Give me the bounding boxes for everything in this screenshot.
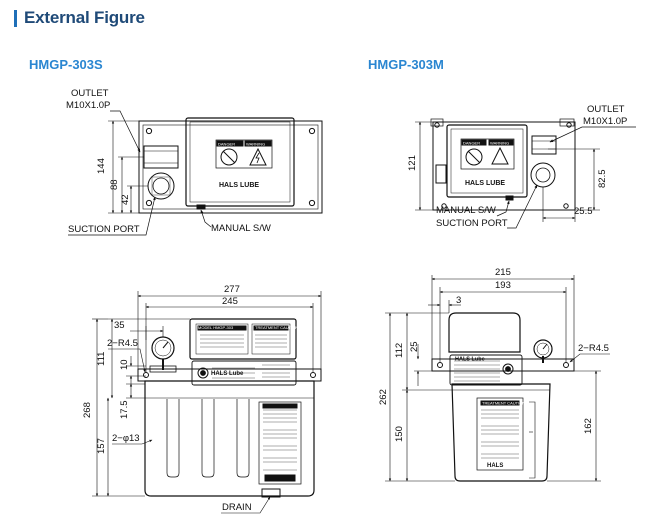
suction-port-label: SUCTION PORT bbox=[68, 224, 140, 235]
dim-82-5: 82.5 bbox=[597, 170, 608, 189]
manual-sw-label: MANUAL S/W bbox=[211, 223, 271, 234]
drain-label: DRAIN bbox=[222, 502, 252, 513]
danger-tag: DANGER bbox=[463, 141, 480, 146]
model-label-left: HMGP-303S bbox=[29, 57, 103, 72]
outlet-thread-label: M10X1.0P bbox=[66, 100, 110, 111]
dim-88: 88 bbox=[109, 179, 120, 190]
dim-193: 193 bbox=[495, 280, 511, 291]
dim-35: 35 bbox=[114, 320, 125, 331]
outlet-thread-label: M10X1.0P bbox=[583, 116, 627, 127]
dim-157: 157 bbox=[96, 438, 107, 454]
dim-10: 10 bbox=[119, 359, 130, 370]
pressure-gauge bbox=[533, 339, 553, 359]
pump-head bbox=[448, 312, 521, 353]
brand-bottom: HALS bbox=[487, 463, 503, 469]
dim-150: 150 bbox=[394, 426, 405, 442]
control-panel bbox=[449, 354, 523, 386]
warning-triangle-icon bbox=[491, 146, 509, 165]
warning-label-frame bbox=[460, 138, 515, 170]
reservoir-tank bbox=[144, 380, 315, 497]
caution-tag: TREATMENT CAUTION bbox=[255, 325, 298, 330]
brand-front: HALS Lube bbox=[211, 371, 244, 377]
manual-sw-label: MANUAL S/W bbox=[436, 205, 496, 216]
outlet-label: OUTLET bbox=[587, 104, 625, 115]
mount-hole bbox=[308, 199, 316, 207]
prohibition-icon bbox=[220, 148, 238, 166]
mount-hole bbox=[145, 199, 153, 207]
dim-277: 277 bbox=[224, 284, 240, 295]
drain-plug bbox=[261, 488, 281, 498]
dim-144: 144 bbox=[96, 158, 107, 174]
side-fitting bbox=[435, 164, 447, 184]
mount-hole bbox=[145, 127, 153, 135]
dim-25: 25 bbox=[409, 341, 420, 352]
manual-button bbox=[197, 367, 209, 379]
model-tag: MODEL HMGP-303 bbox=[198, 325, 234, 330]
warning-triangle-icon bbox=[249, 147, 267, 166]
brand-label: HALS LUBE bbox=[219, 182, 259, 189]
pump-head bbox=[189, 318, 297, 360]
pump-cover bbox=[185, 117, 295, 207]
dim-2-r4-5: 2−R4.5 bbox=[107, 338, 138, 349]
base-plate bbox=[432, 121, 576, 211]
outlet-block bbox=[531, 135, 557, 155]
caution-tag: TREATMENT CAUTION bbox=[482, 401, 525, 406]
mount-hole bbox=[308, 127, 316, 135]
warning-label-frame bbox=[215, 139, 273, 169]
control-panel bbox=[191, 360, 297, 386]
base-plate bbox=[138, 120, 323, 214]
manual-switch bbox=[505, 195, 514, 201]
dim-268: 268 bbox=[82, 402, 93, 418]
warning-tag: WARNING bbox=[246, 142, 265, 147]
manual-switch bbox=[196, 204, 206, 210]
dim-121: 121 bbox=[407, 155, 418, 171]
dim-17-5: 17.5 bbox=[119, 401, 130, 420]
reservoir-tank bbox=[451, 383, 551, 482]
front-view-303s bbox=[137, 318, 322, 498]
suction-port-inner bbox=[152, 177, 170, 195]
outlet-label: OUTLET bbox=[71, 88, 109, 99]
header-accent-bar bbox=[14, 9, 17, 27]
outlet-block bbox=[143, 145, 179, 169]
dim-162: 162 bbox=[583, 418, 594, 434]
dim-25-5: 25.5 bbox=[574, 206, 593, 217]
dim-245: 245 bbox=[222, 296, 238, 307]
dim-215: 215 bbox=[495, 267, 511, 278]
section-header: External Figure bbox=[14, 8, 145, 28]
danger-tag: DANGER bbox=[218, 142, 235, 147]
warning-tag: WARNING bbox=[490, 141, 509, 146]
prohibition-icon bbox=[465, 148, 483, 166]
dim-112: 112 bbox=[394, 343, 405, 358]
dim-2-phi13: 2−φ13 bbox=[112, 433, 140, 444]
brand-label: HALS LUBE bbox=[465, 180, 505, 187]
top-view-303m bbox=[430, 118, 576, 211]
section-title: External Figure bbox=[24, 8, 145, 27]
tank-label bbox=[476, 397, 524, 471]
front-view-303m bbox=[431, 312, 575, 482]
suction-port-label: SUCTION PORT bbox=[436, 218, 508, 229]
suction-port-outer bbox=[530, 162, 556, 188]
dim-111: 111 bbox=[96, 352, 107, 366]
dim-42: 42 bbox=[120, 194, 131, 205]
tank-label bbox=[258, 401, 302, 485]
dim-3: 3 bbox=[456, 295, 461, 306]
brand-front: HALS Lube bbox=[455, 357, 485, 363]
top-view-303s bbox=[138, 117, 323, 214]
dim-2-r4-5: 2−R4.5 bbox=[578, 343, 609, 354]
dim-262: 262 bbox=[378, 389, 389, 405]
pump-cover bbox=[446, 124, 528, 198]
model-label-right: HMGP-303M bbox=[368, 57, 444, 72]
